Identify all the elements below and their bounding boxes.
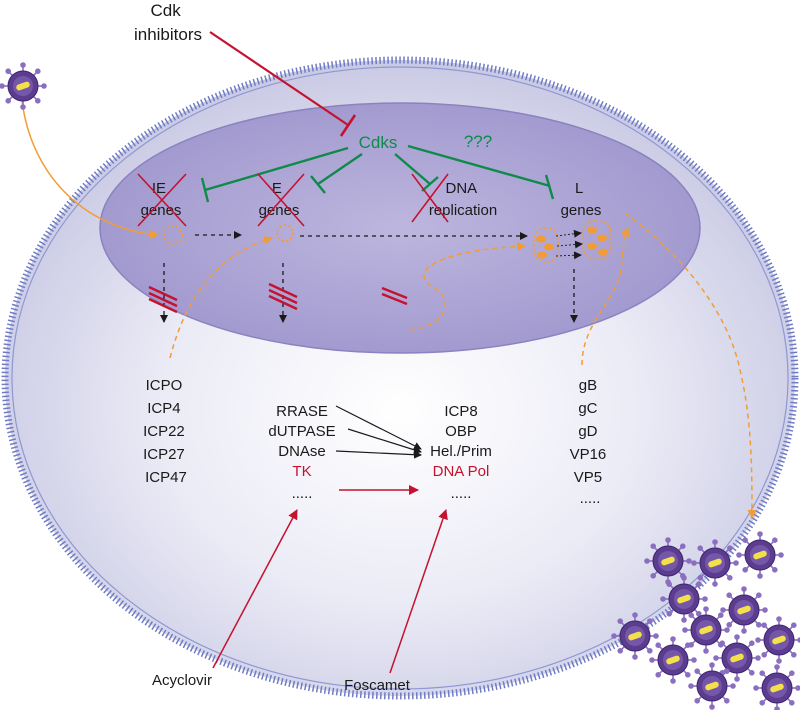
phase-l-label: L genes	[561, 180, 602, 219]
herpes-virion-icon	[688, 662, 736, 710]
e-left-protein-0: RRASE	[276, 403, 328, 420]
cdk-inhibitors-label: Cdk inhibitors	[134, 1, 202, 44]
nucleus	[99, 102, 701, 354]
cdk-inhibitor-bar	[339, 114, 357, 137]
x-cross-icon	[257, 173, 305, 227]
herpes-virion-icon	[736, 531, 784, 579]
herpes-virion-icon	[649, 636, 697, 684]
e-left-protein-2: DNAse	[278, 443, 326, 460]
herpes-virion-icon	[753, 664, 800, 710]
foscamet-label: Foscamet	[344, 677, 411, 694]
transport-paths	[21, 99, 757, 519]
e-left-protein-4: .....	[292, 485, 313, 502]
ie-genome-circle	[163, 225, 183, 245]
e-right-protein-4: .....	[451, 485, 472, 502]
l-protein-list: gB gC gD VP16 VP5 .....	[570, 377, 611, 507]
cdk-inhibition-lines	[200, 144, 555, 203]
foscamet-arrow	[389, 509, 448, 674]
e-right-protein-0: ICP8	[444, 403, 477, 420]
e-left-protein-3: TK	[292, 463, 311, 480]
acyclovir-arrow	[212, 509, 298, 669]
double-bar-block-icon	[268, 282, 298, 311]
gene-cascade-arrows	[160, 231, 578, 323]
double-bar-block-icon	[148, 285, 178, 314]
ie-protein-list: ICPO ICP4 ICP22 ICP27 ICP47	[143, 377, 189, 486]
cdk-inhibitor-line	[209, 31, 349, 126]
herpes-virion-icon	[660, 575, 708, 623]
herpes-virion-icon	[755, 616, 800, 664]
unknown-label: ???	[464, 132, 492, 151]
e-left-protein-1: dUTPASE	[268, 423, 335, 440]
cdks-label: Cdks	[359, 133, 398, 152]
cell-membrane-inner	[11, 66, 789, 690]
double-bar-block-icon	[381, 286, 408, 306]
e-genome-circle	[276, 224, 294, 242]
herpes-virion-icon	[611, 612, 659, 660]
herpes-virion-icon	[0, 62, 47, 110]
x-cross-icon	[137, 173, 187, 227]
phase-dna-label: DNA replication	[429, 180, 497, 219]
e-right-protein-2: Hel./Prim	[430, 443, 492, 460]
x-cross-icon	[411, 173, 449, 223]
replicated-genomes	[533, 220, 612, 263]
acyclovir-label: Acyclovir	[152, 672, 212, 689]
herpes-virion-icon	[691, 539, 739, 587]
e-right-protein-1: OBP	[445, 423, 477, 440]
e-right-protein-3: DNA Pol	[433, 463, 490, 480]
enzyme-arrows	[335, 405, 422, 459]
herpes-virion-icon	[720, 586, 768, 634]
